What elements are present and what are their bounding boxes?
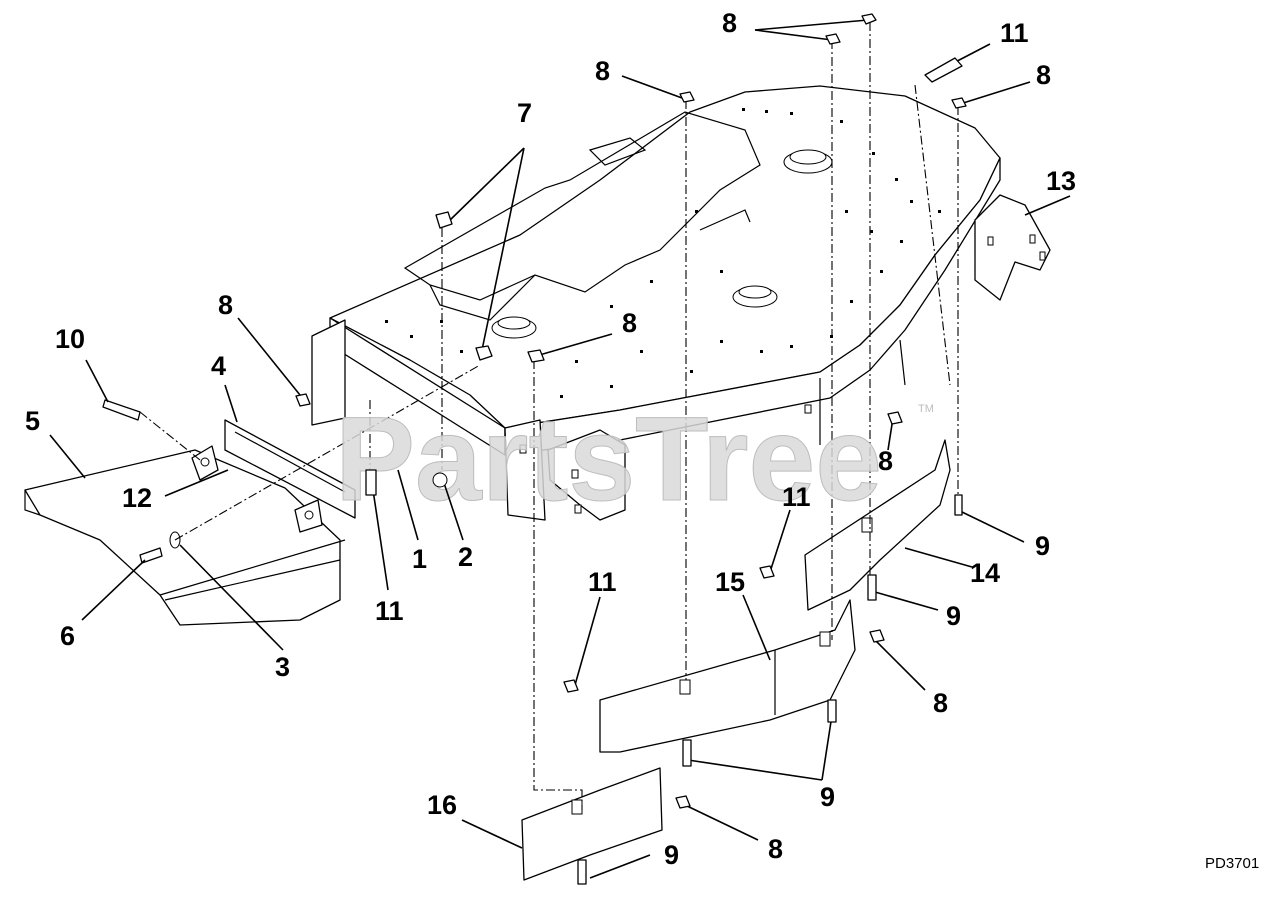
callout-labels: 8 11 8 8 7 13 8 8 10 4 5 12 1 2 11 6 3 8… xyxy=(25,8,1076,870)
hardware xyxy=(295,13,967,885)
watermark: PartsTree xyxy=(335,392,882,526)
callout-6: 6 xyxy=(60,621,75,651)
nut-icon xyxy=(887,411,903,425)
bolt-icon xyxy=(867,574,877,601)
callout-8: 8 xyxy=(218,290,233,320)
nut-icon xyxy=(527,349,545,363)
callout-9: 9 xyxy=(946,601,961,631)
bolt-icon xyxy=(827,699,837,723)
callout-11: 11 xyxy=(1000,18,1029,48)
callout-9: 9 xyxy=(1035,531,1050,561)
nut-icon xyxy=(475,345,493,361)
callout-11: 11 xyxy=(588,567,617,597)
callout-8: 8 xyxy=(878,446,893,476)
nut-icon xyxy=(951,97,967,109)
nut-icon xyxy=(759,565,775,579)
nut-icon xyxy=(825,33,841,45)
washer-icon xyxy=(432,472,448,488)
callout-15: 15 xyxy=(715,567,745,597)
callout-8: 8 xyxy=(768,834,783,864)
nut-icon xyxy=(675,795,691,809)
rear-baffles xyxy=(521,439,951,881)
bolt-icon xyxy=(577,859,587,885)
callout-14: 14 xyxy=(970,558,1000,588)
callout-2: 2 xyxy=(458,542,473,572)
callout-5: 5 xyxy=(25,406,40,436)
bolt-icon xyxy=(954,494,963,516)
nut-icon xyxy=(679,91,695,103)
callout-4: 4 xyxy=(211,351,226,381)
callout-8: 8 xyxy=(933,688,948,718)
callout-11: 11 xyxy=(782,482,811,512)
callout-9: 9 xyxy=(820,782,835,812)
callout-11: 11 xyxy=(375,596,404,626)
watermark-trademark: TM xyxy=(918,403,934,415)
bolt-icon xyxy=(365,469,377,496)
assembly-centerlines xyxy=(139,22,959,810)
nut-icon xyxy=(435,211,453,229)
drawing-code: PD3701 xyxy=(1205,855,1259,872)
nut-icon xyxy=(869,629,885,643)
callout-3: 3 xyxy=(275,652,290,682)
callout-7: 7 xyxy=(517,98,532,128)
callout-13: 13 xyxy=(1046,166,1076,196)
leader-lines xyxy=(49,19,1071,879)
nut-icon xyxy=(295,393,311,407)
callout-10: 10 xyxy=(55,324,85,354)
callout-1: 1 xyxy=(412,544,427,574)
callout-12: 12 xyxy=(122,483,152,513)
nut-icon xyxy=(861,13,877,25)
callout-8: 8 xyxy=(595,56,610,86)
callout-9: 9 xyxy=(664,840,679,870)
callout-16: 16 xyxy=(427,790,457,820)
callout-8: 8 xyxy=(622,308,637,338)
nut-icon xyxy=(563,679,579,693)
callout-8: 8 xyxy=(1036,60,1051,90)
callout-8: 8 xyxy=(722,8,737,38)
discharge-chute xyxy=(24,399,356,626)
bolt-icon xyxy=(682,739,692,767)
bolt-icon xyxy=(924,57,963,83)
